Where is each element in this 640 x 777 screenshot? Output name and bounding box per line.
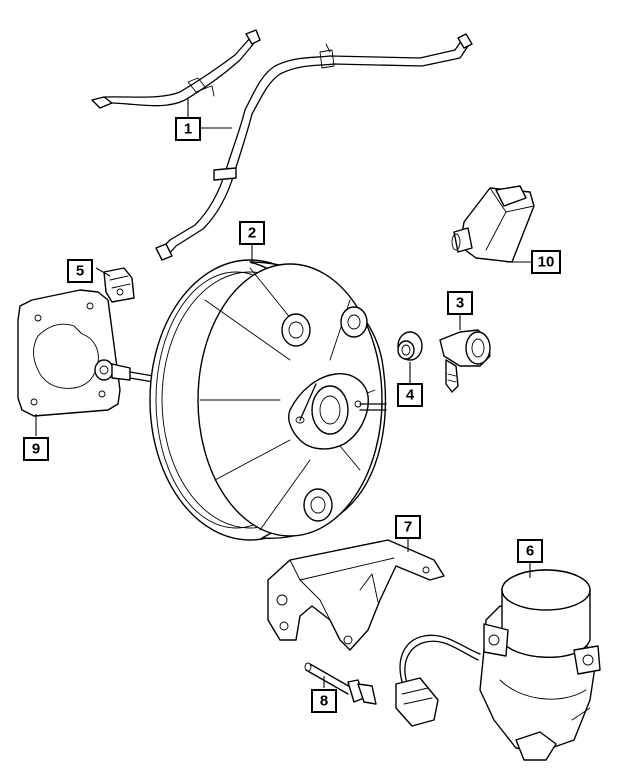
- callout-8-label: 8: [320, 693, 328, 710]
- vacuum-hose: [91, 29, 473, 261]
- callout-7-label: 7: [404, 519, 412, 536]
- callout-1: 1: [175, 117, 201, 141]
- callout-9: 9: [23, 437, 49, 461]
- booster-gasket: [17, 289, 121, 417]
- vacuum-sensor: [451, 185, 535, 263]
- callout-9-label: 9: [32, 441, 40, 458]
- callout-4: 4: [397, 383, 423, 407]
- callout-8: 8: [311, 689, 337, 713]
- brake-booster: [149, 259, 387, 541]
- grommet: [397, 331, 423, 361]
- callout-2: 2: [239, 221, 265, 245]
- callout-7: 7: [395, 515, 421, 539]
- mounting-stud: [304, 662, 377, 705]
- callout-2-label: 2: [248, 225, 256, 242]
- callout-3-label: 3: [456, 295, 464, 312]
- check-valve: [439, 329, 491, 393]
- callout-4-label: 4: [406, 387, 415, 404]
- pump-bracket: [267, 539, 445, 651]
- vacuum-pump: [395, 569, 601, 761]
- callout-1-label: 1: [184, 121, 192, 138]
- callout-5: 5: [67, 259, 93, 283]
- retaining-clip: [103, 267, 135, 303]
- callout-10: 10: [531, 250, 561, 274]
- push-rod: [94, 359, 166, 385]
- callout-5-label: 5: [76, 263, 84, 280]
- callout-6: 6: [517, 539, 543, 563]
- callout-10-label: 10: [538, 254, 555, 271]
- callout-6-label: 6: [526, 543, 534, 560]
- callout-3: 3: [447, 291, 473, 315]
